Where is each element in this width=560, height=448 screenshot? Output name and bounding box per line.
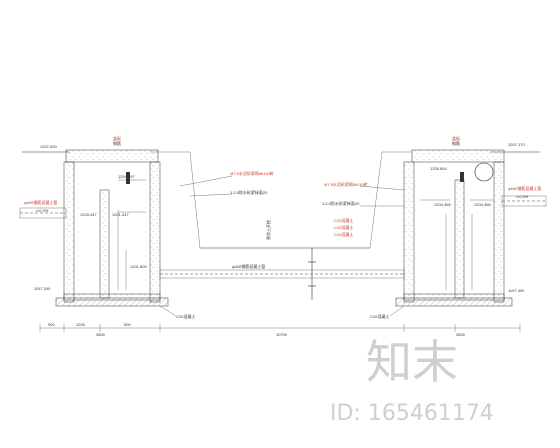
left-top-elevation: 1207.000	[40, 144, 57, 149]
plaster-note-right: 1:2.5防水砂浆抹面20	[322, 200, 360, 206]
right-bottom-elevation: 1197.400	[508, 288, 525, 293]
center-note-1: C20混凝土	[334, 217, 353, 223]
left-pipe-label: φ600钢筋混凝土管	[24, 199, 57, 205]
left-bottom-elevation: 1197.200	[34, 286, 51, 291]
dimension-line	[39, 324, 521, 332]
left-base-label: C20混凝土	[176, 313, 195, 319]
right-pipe-slope: i=0.3%	[516, 194, 529, 199]
left-level-1: 1204.997	[118, 174, 135, 179]
watermark-id: ID: 165461174	[330, 401, 494, 426]
left-level-3: 1201.447	[112, 212, 129, 217]
right-level-3: 1204.356	[474, 202, 491, 207]
center-trench	[159, 151, 412, 300]
dim-2: 1200	[76, 322, 86, 327]
right-top-elevation: 1207.170	[508, 142, 525, 147]
dim-3: 900	[124, 322, 131, 327]
dim-1: 900	[48, 322, 55, 327]
right-chamber	[395, 149, 547, 307]
left-pipe-slope: i=0.3%	[36, 208, 49, 213]
right-pipe-label: φ600钢筋混凝土管	[508, 185, 541, 191]
left-cover-label: 盖板	[113, 135, 121, 141]
right-base-label: C20混凝土	[370, 313, 389, 319]
center-pipe-label: φ400钢筋混凝土管	[232, 263, 265, 269]
right-cover-sub: 钢筋	[452, 140, 460, 146]
left-level-2: 1203.447	[80, 212, 97, 217]
trench-note: 原状土开挖	[265, 220, 271, 240]
watermark-brand: 知末	[366, 335, 458, 389]
right-level-2: 1204.356	[434, 202, 451, 207]
center-pipe-elevation: 1201.800	[130, 264, 147, 269]
plaster-note-left: 1:2.5防水砂浆抹面20	[230, 189, 268, 195]
dim-total-left: 3600	[96, 332, 106, 337]
center-note-2: C20混凝土	[334, 224, 353, 230]
wall-note-left: M7.5水泥砂浆砌MU10砖	[230, 170, 274, 176]
left-chamber	[19, 149, 201, 307]
right-cover-label: 盖板	[452, 135, 460, 141]
dim-center-span: 10700	[276, 332, 288, 337]
right-level-1: 1205.654	[430, 166, 447, 171]
center-note-3: C20混凝土	[334, 231, 353, 237]
left-cover-sub: 钢筋	[113, 140, 121, 146]
wall-note-right: M7.5水泥砂浆砌MU10砖	[324, 181, 368, 187]
dim-total-right: 3600	[456, 332, 466, 337]
